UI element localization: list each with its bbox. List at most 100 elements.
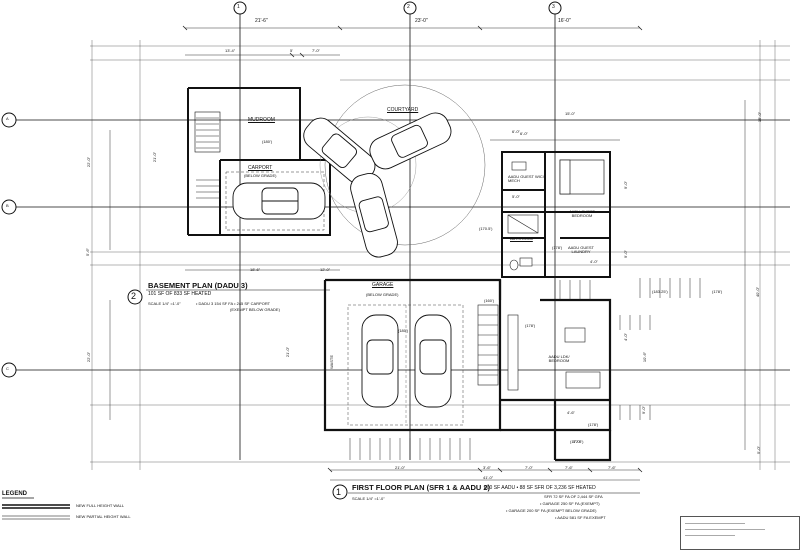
dim-top-2: 23'-0" [415,18,428,24]
room-laundry: AADU GUEST LAUNDRY [567,245,594,254]
dimension-lines [109,27,746,481]
first-floor-walls [323,278,612,462]
basement-plan-title: BASEMENT PLAN (DADU 3) [148,281,248,290]
small-dim-2: 5'-0" [573,439,581,444]
dim-bottom-2: 12'-0" [320,267,331,272]
first-floor-plan-note-1: SFR 72 SF FA OF 2,444 SF GFA [544,494,603,499]
car-turntable-1 [303,117,376,184]
dim-sub-4: 6'-0" [520,131,528,136]
car-carport [232,182,326,220]
dim-right-8: 5'-0" [755,446,761,454]
dim-top-3: 16'-0" [558,18,571,24]
area-8: (177.5') [570,439,584,444]
area-5: (183.25') [652,289,668,294]
bathroom-fixtures [507,161,539,271]
grid-bubble-1: 1 [237,4,240,10]
area-2: (178') [552,245,563,250]
dim-right-3: 9'-0" [622,250,628,258]
reference-lines [90,40,790,470]
dim-bottom-total: 41'-0" [483,475,494,480]
basement-plan-scale: SCALE 1/4" =1'-0" [148,301,181,306]
room-mudroom: MUDROOM [248,117,275,123]
dim-right-7: 9'-0" [640,406,646,414]
basement-plan-subtitle: 101 SF OF 833 SF HEATED [148,291,212,297]
basement-walls [187,87,331,236]
first-floor-plan-note-2: • GARAGE 250 SF FA (EXEMPT) [540,501,600,506]
area-6: (178') [712,289,723,294]
room-wic-mech: AADU GUEST WIC/ MECH [508,174,544,183]
first-floor-plan-note-3: • GARAGE 200 SF FA (EXEMPT BELOW GRADE) [506,508,597,513]
dim-sub-3: 7'-0" [312,48,320,53]
dim-left-4: 22'-0" [86,351,92,363]
room-carport-sub: (BELOW GRADE) [244,173,277,178]
dim-right-1: 15'-0" [757,111,763,123]
first-floor-plan-title: FIRST FLOOR PLAN (SFR 1 & AADU 2) [352,483,491,492]
dim-left-2: 21'-0" [152,151,158,163]
room-mudroom-size: (180') [262,139,273,144]
turntable-circle [324,84,486,246]
dim-left-3: 5'-6" [84,248,90,256]
dim-left-5: 21'-0" [285,346,291,358]
first-floor-plan-scale: SCALE 1/4" =1'-0" [352,496,385,501]
garage-slab [347,304,464,426]
first-floor-plan-note-4: • AADU 581 SF FA EXEMPT [555,515,606,520]
dim-bottom-1: 18'-6" [250,267,261,272]
ldk-furniture [507,314,601,391]
dimension-ticks [182,25,643,473]
dim-bottom-5: 7'-0" [525,465,533,470]
dim-right-2: 9'-0" [622,181,628,189]
room-garage-size: (180') [398,328,409,333]
area-3: (160') [484,298,495,303]
dim-sub-1: 13'-4" [225,48,236,53]
guest-bed [559,159,605,195]
dim-bottom-7: 7'-6" [608,465,616,470]
basement-plan-note-1: • DADU 3 154 SF FA • 245 SF CARPORT [196,301,271,306]
legend-item-partial-wall: NEW PARTIAL HEIGHT WALL [76,514,131,519]
basement-plan-note-2: (EXEMPT BELOW GRADE) [230,307,280,312]
first-floor-stairs [349,304,499,460]
grid-bubble-2: 2 [407,4,410,10]
basement-stairs [196,117,219,199]
legend-title: LEGEND [2,491,28,497]
room-guest-bedroom: AADU GUEST BEDROOM [568,209,595,218]
legend-item-full-wall: NEW FULL HEIGHT WALL [76,503,125,508]
grid-bubble-a: A [6,116,9,121]
first-floor-plan-number: 1 [336,487,342,497]
area-7: (178') [588,422,599,427]
first-floor-plan-subtitle: 600 SF AADU • 88 SF SFR OF 3,236 SF HEAT… [484,485,596,491]
basement-plan-number: 2 [131,291,137,301]
dim-bottom-3: 21'-0" [395,465,406,470]
room-waste: WASTE [329,354,335,370]
grid-bubble-b: B [6,203,9,208]
room-courtyard: COURTYARD [387,107,419,113]
small-dim-3: 5'-0" [512,194,520,199]
dim-right-5: 4'-0" [622,333,628,341]
car-garage-left [361,314,399,408]
sheet-title-block [680,516,800,550]
dim-sub-5: 15'-0" [565,111,576,116]
car-turntable-2 [369,112,452,170]
room-garage: GARAGE [372,282,394,288]
area-1: (170.5') [479,226,493,231]
area-4: (178') [525,323,536,328]
room-bathroom: BATHROOM [510,236,533,241]
room-living-bedroom: AADU LDK/ BEDROOM [548,354,570,363]
grid-bubbles [1,1,562,500]
exterior-stairs [559,278,701,420]
room-garage-sub: (BELOW GRADE) [366,292,399,297]
dim-bottom-4: 3'-6" [483,465,491,470]
dim-top-1: 21'-6" [255,18,268,24]
car-garage-right [414,314,452,408]
small-dim-4: 6'-0" [512,129,520,134]
small-dim-1: 4'-6" [567,410,575,415]
aadu-guest-walls [501,151,611,278]
grid-bubble-3: 3 [552,4,555,10]
grid-lines [10,10,790,460]
dim-right-4: 40'-0" [755,286,761,298]
grid-bubble-c: C [6,366,9,371]
dim-sub-2: 5' [290,48,293,53]
small-dim-5: 4'-0" [590,259,598,264]
dim-right-6: 10'-6" [642,351,648,363]
room-carport: CARPORT [248,165,273,171]
